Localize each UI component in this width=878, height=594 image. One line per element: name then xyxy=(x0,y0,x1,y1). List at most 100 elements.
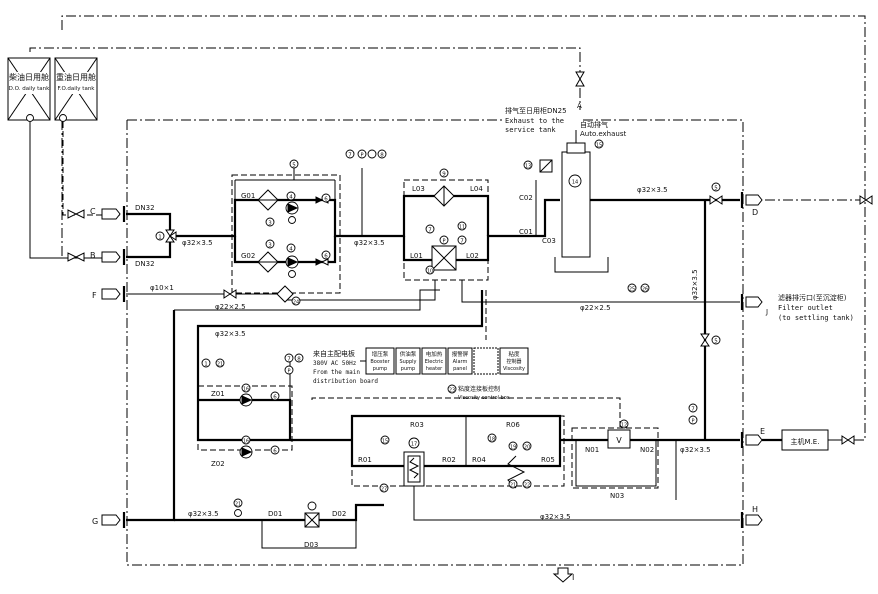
inlet-pipe-b xyxy=(126,240,172,259)
svg-text:11: 11 xyxy=(459,225,465,231)
svg-text:P: P xyxy=(691,419,694,425)
tag-16-a xyxy=(241,383,251,393)
strainer-f xyxy=(276,285,294,303)
svg-text:19: 19 xyxy=(510,445,516,451)
valve-5-right[interactable] xyxy=(709,195,723,205)
svg-text:Booster: Booster xyxy=(370,359,390,365)
tag-7-b xyxy=(425,224,435,234)
svg-text:17: 17 xyxy=(411,442,417,448)
exhaust-line3: service tank xyxy=(505,126,556,134)
label-r03: R03 xyxy=(410,421,424,429)
svg-text:21: 21 xyxy=(510,483,516,489)
tag-24 xyxy=(291,296,301,306)
label-r06: R06 xyxy=(506,421,520,429)
heater-module xyxy=(351,415,565,487)
three-way-valve-d[interactable] xyxy=(304,501,320,528)
phi32-left-label: φ32×3.5 xyxy=(182,239,213,247)
outlet-d: D xyxy=(740,192,763,217)
tag-3-a xyxy=(265,217,275,227)
svg-text:8: 8 xyxy=(297,357,301,363)
svg-text:G: G xyxy=(92,517,98,526)
port-a: A xyxy=(577,102,582,110)
valve-c[interactable] xyxy=(67,209,85,219)
pressure-gauge-b xyxy=(439,235,449,245)
tag-18 xyxy=(487,433,497,443)
electric-heater xyxy=(403,451,425,487)
svg-text:主机M.E.: 主机M.E. xyxy=(791,437,820,446)
svg-text:5: 5 xyxy=(714,339,718,345)
pressure-gauge-d xyxy=(688,415,698,425)
tag-3-b xyxy=(265,239,275,249)
label-g01: G01 xyxy=(241,192,255,200)
svg-text:3: 3 xyxy=(268,221,272,227)
tag-25 xyxy=(627,283,637,293)
tag-12 xyxy=(619,419,629,429)
svg-text:23: 23 xyxy=(449,388,455,394)
phi22-b-label: φ22×2.5 xyxy=(580,304,611,312)
tag-10-b xyxy=(288,270,296,278)
filter-drain-line xyxy=(461,280,740,303)
svg-text:7: 7 xyxy=(287,357,291,363)
booster-pump-2 xyxy=(239,445,253,459)
filter-outlet-en2: (to settling tank) xyxy=(778,314,854,322)
label-r05: R05 xyxy=(541,456,555,464)
check-valve-6b[interactable] xyxy=(315,258,329,266)
svg-text:7: 7 xyxy=(460,239,464,245)
svg-text:26: 26 xyxy=(642,287,648,293)
label-z01: Z01 xyxy=(211,390,225,398)
valve-me[interactable] xyxy=(841,435,855,445)
return-line-second xyxy=(29,47,581,110)
svg-text:1: 1 xyxy=(204,362,208,368)
drain-line-left xyxy=(174,289,440,311)
svg-text:22: 22 xyxy=(524,483,530,489)
pressure-gauge-c xyxy=(284,365,294,375)
phi32-vert-label: φ32×3.5 xyxy=(691,269,699,300)
svg-text:3: 3 xyxy=(268,243,272,249)
tag-6-d xyxy=(270,445,280,455)
power-spec: 380V AC 50Hz xyxy=(313,360,357,367)
auto-backflush-filter xyxy=(431,245,457,271)
label-d03: D03 xyxy=(304,541,318,549)
tag-26 xyxy=(640,283,650,293)
tag-7-f xyxy=(234,509,242,517)
label-l03: L03 xyxy=(412,185,425,193)
tag-16-b xyxy=(241,435,251,445)
outlet-i: I xyxy=(552,567,574,583)
svg-text:P: P xyxy=(442,239,445,245)
valve-vert[interactable] xyxy=(700,333,710,347)
valve-d-far[interactable] xyxy=(859,195,873,205)
svg-text:4: 4 xyxy=(289,195,293,201)
svg-text:6: 6 xyxy=(273,449,277,455)
svg-text:P: P xyxy=(287,369,290,375)
l-header xyxy=(360,194,490,238)
label-c01: C01 xyxy=(519,228,533,236)
svg-text:15: 15 xyxy=(596,143,602,149)
phi32-g-label: φ32×3.5 xyxy=(188,510,219,518)
svg-text:Supply: Supply xyxy=(399,359,416,365)
heater-top xyxy=(350,414,562,440)
valve-a[interactable] xyxy=(575,71,585,87)
supply-pump-2 xyxy=(285,255,299,269)
label-r02: R02 xyxy=(442,456,456,464)
svg-text:Electric: Electric xyxy=(425,359,444,365)
label-d01: D01 xyxy=(268,510,282,518)
label-g02: G02 xyxy=(241,252,255,260)
fo-tank-cn: 重油日用舱 xyxy=(56,72,96,82)
three-way-valve-1[interactable] xyxy=(165,229,177,243)
auto-exhaust-cn: 自动排气 xyxy=(580,120,608,129)
power-en1: From the main xyxy=(313,369,360,376)
exhaust-line1: 排气至日用柜DN25 xyxy=(505,106,567,115)
tag-11 xyxy=(457,221,467,231)
dn32-bottom-label: DN32 xyxy=(135,260,155,268)
d-line-out xyxy=(319,503,384,522)
label-r04: R04 xyxy=(472,456,486,464)
valve-f[interactable] xyxy=(223,289,237,299)
valve-b[interactable] xyxy=(67,252,85,262)
svg-text:6: 6 xyxy=(324,254,328,260)
tag-9-b xyxy=(439,168,449,178)
tag-8-a xyxy=(377,149,387,159)
svg-text:8: 8 xyxy=(380,153,384,159)
svg-text:14: 14 xyxy=(572,180,578,186)
tag-27 xyxy=(379,483,389,493)
svg-text:16: 16 xyxy=(243,439,249,445)
